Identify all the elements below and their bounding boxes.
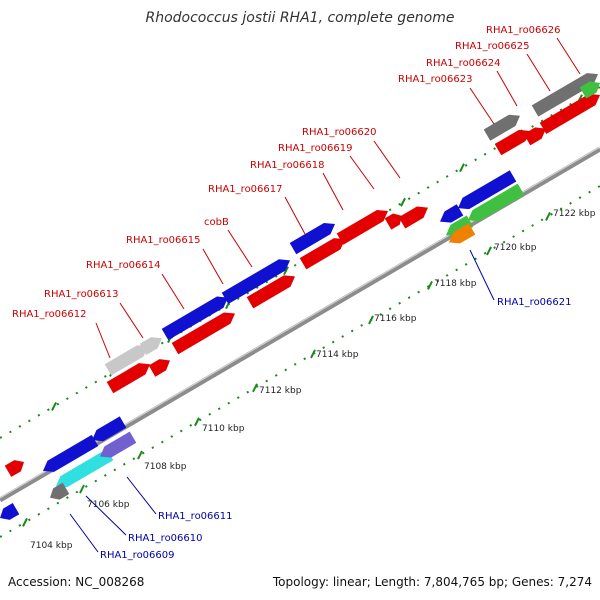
leader-line-6 [322, 172, 344, 211]
leader-line-14 [85, 495, 127, 536]
tick-mark-9 [545, 211, 551, 221]
gene-ro06621b[interactable] [455, 170, 517, 213]
gene-ro06617[interactable] [299, 234, 349, 270]
leader-line-16 [469, 249, 495, 301]
gene-ro06625[interactable] [531, 69, 600, 117]
gene-ro06624[interactable] [523, 123, 550, 146]
gene-ro06612[interactable] [104, 341, 152, 376]
gene-ro06614[interactable] [161, 292, 232, 341]
label-ro06610[interactable]: RHA1_ro06610 [128, 533, 203, 544]
genome-summary-text: Topology: linear; Length: 7,804,765 bp; … [272, 575, 592, 589]
label-ro06619[interactable]: RHA1_ro06619 [278, 143, 353, 154]
label-ro06617[interactable]: RHA1_ro06617 [208, 184, 283, 195]
label-ro06624[interactable]: RHA1_ro06624 [426, 58, 501, 69]
gene-ro06614b[interactable] [171, 308, 239, 355]
gene-ro06608-fwd[interactable] [4, 456, 28, 477]
gene-features [0, 69, 600, 524]
upper-tick-mark-7 [459, 163, 465, 173]
leader-line-13 [69, 513, 99, 553]
leader-line-5 [284, 196, 306, 235]
gene-ro06621e[interactable] [446, 223, 476, 248]
leader-line-0 [95, 322, 111, 359]
label-ro06618[interactable]: RHA1_ro06618 [250, 160, 325, 171]
gene-ro06623b[interactable] [494, 125, 534, 156]
tick-mark-3 [194, 417, 200, 427]
gene-ro06620[interactable] [398, 202, 432, 229]
label-ro06609[interactable]: RHA1_ro06609 [100, 550, 175, 561]
label-ro06611[interactable]: RHA1_ro06611 [158, 511, 233, 522]
gene-ro06623[interactable] [483, 110, 524, 141]
gene-ro06621d[interactable] [443, 215, 474, 240]
upper-tick-mark-6 [400, 197, 406, 207]
label-ro06620[interactable]: RHA1_ro06620 [302, 127, 377, 138]
tick-label-7104: 7104 kbp [30, 541, 73, 551]
tick-label-7110: 7110 kbp [202, 424, 245, 434]
gene-ro06615[interactable] [221, 255, 294, 304]
upper-tick-mark-4 [283, 266, 289, 276]
tick-mark-8 [486, 246, 492, 256]
upper-tick-mark-0 [51, 401, 57, 411]
label-ro06614[interactable]: RHA1_ro06614 [86, 260, 161, 271]
label-ro06623[interactable]: RHA1_ro06623 [398, 74, 473, 85]
leader-line-2 [161, 273, 185, 310]
label-leaders [69, 37, 581, 553]
label-ro06612[interactable]: RHA1_ro06612 [12, 309, 87, 320]
label-ro06626[interactable]: RHA1_ro06626 [486, 25, 561, 36]
gene-cobB[interactable] [289, 218, 339, 255]
gene-ro06609[interactable] [0, 503, 20, 524]
tick-label-7106: 7106 kbp [87, 500, 130, 510]
leader-line-7 [349, 155, 375, 190]
tick-mark-2 [137, 450, 143, 460]
label-ro06621[interactable]: RHA1_ro06621 [497, 297, 572, 308]
tick-mark-1 [79, 484, 85, 494]
gene-ro06613[interactable] [139, 333, 166, 355]
tick-mark-0 [22, 517, 28, 527]
label-ro06625[interactable]: RHA1_ro06625 [455, 41, 530, 52]
tick-mark-4 [252, 383, 258, 393]
leader-line-1 [119, 302, 144, 339]
gene-ro06609b[interactable] [47, 482, 70, 504]
leader-line-3 [202, 248, 224, 285]
tick-label-7122: 7122 kbp [553, 209, 596, 219]
leader-line-10 [496, 70, 518, 107]
gene-ro06612b[interactable] [106, 359, 154, 394]
tick-label-7114: 7114 kbp [316, 350, 359, 360]
leader-line-8 [373, 140, 401, 179]
gene-ro06610[interactable] [40, 434, 99, 477]
label-cobB[interactable]: cobB [204, 217, 229, 228]
tick-label-7116: 7116 kbp [374, 314, 417, 324]
tick-label-7118: 7118 kbp [434, 279, 477, 289]
leader-line-11 [526, 53, 551, 92]
leader-line-12 [556, 37, 581, 75]
tick-label-7120: 7120 kbp [494, 243, 537, 253]
tick-mark-6 [368, 315, 374, 325]
tick-label-7108: 7108 kbp [144, 462, 187, 472]
tick-mark-7 [427, 281, 433, 290]
gene-ro06621c[interactable] [465, 183, 525, 226]
gene-ro06613b[interactable] [148, 355, 174, 377]
gene-ro06618[interactable] [336, 205, 392, 245]
label-ro06615[interactable]: RHA1_ro06615 [126, 235, 201, 246]
gene-ro06615b[interactable] [246, 271, 299, 309]
tick-label-7112: 7112 kbp [259, 386, 302, 396]
gene-ro06611[interactable] [53, 449, 114, 492]
accession-text: Accession: NC_008268 [8, 575, 144, 589]
gene-ro06619[interactable] [384, 210, 406, 230]
leader-line-4 [227, 229, 253, 268]
gene-ro06621[interactable] [437, 204, 464, 227]
gene-ro06611b[interactable] [97, 431, 137, 463]
map-title: Rhodococcus jostii RHA1, complete genome [145, 10, 454, 26]
leader-line-15 [126, 476, 157, 515]
gene-ro06625b[interactable] [539, 89, 600, 134]
gene-ro06626[interactable] [579, 77, 600, 99]
leader-line-9 [469, 87, 495, 125]
gene-ro06610b[interactable] [89, 416, 127, 445]
label-ro06613[interactable]: RHA1_ro06613 [44, 289, 119, 300]
tick-mark-5 [310, 349, 316, 359]
